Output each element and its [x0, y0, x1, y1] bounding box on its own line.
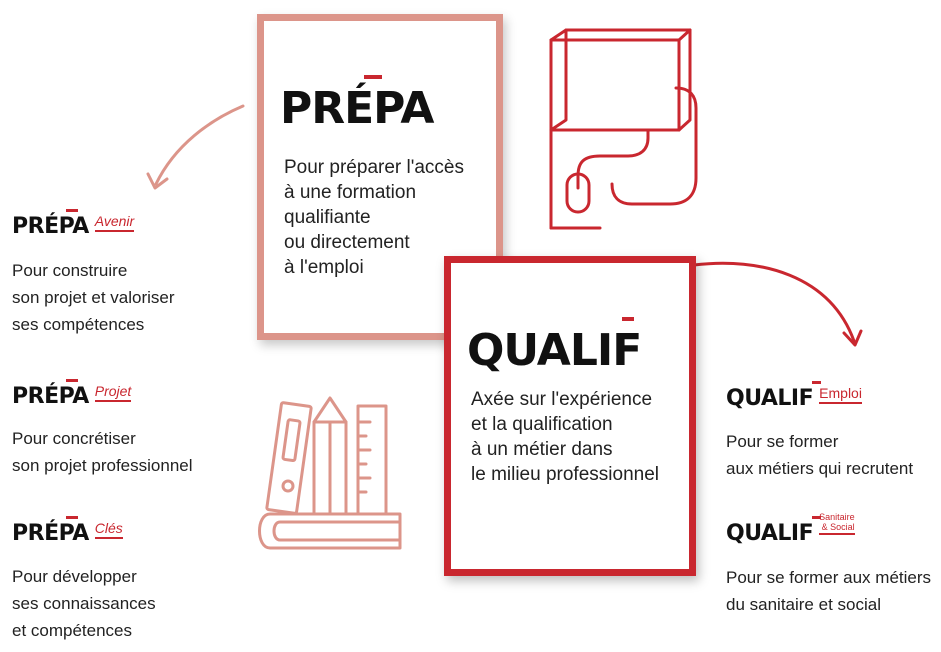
qualif-emploi-text: Pour se former aux métiers qui recrutent: [726, 432, 914, 478]
prepa-projet-text: Pour concrétiser son projet professionne…: [12, 429, 193, 475]
prepa-card-text: Pour préparer l'accès à une formation qu…: [284, 157, 464, 278]
qualif-card-title: QUALIF: [467, 317, 642, 376]
arrow-left-icon: [146, 104, 245, 190]
qualif-sanitaire-title: QUALIFSanitaire & Social: [726, 512, 855, 546]
arrow-right-icon: [692, 261, 863, 347]
qualif-card-text: Axée sur l'expérience et la qualificatio…: [471, 389, 659, 485]
prepa-cles-text: Pour développer ses connaissances et com…: [12, 567, 156, 640]
prepa-card: PRÉPA Pour préparer l'accès à une format…: [257, 14, 503, 340]
qualif-card: QUALIF Axée sur l'expérience et la quali…: [444, 256, 696, 576]
prepa-avenir-text: Pour construire son projet et valoriser …: [12, 261, 175, 334]
book-mouse-icon: [549, 28, 698, 230]
prepa-card-title: PRÉPA: [280, 75, 434, 134]
books-pencil-icon: [258, 396, 402, 550]
qualif-sanitaire-text: Pour se former aux métiers du sanitaire …: [726, 568, 932, 614]
